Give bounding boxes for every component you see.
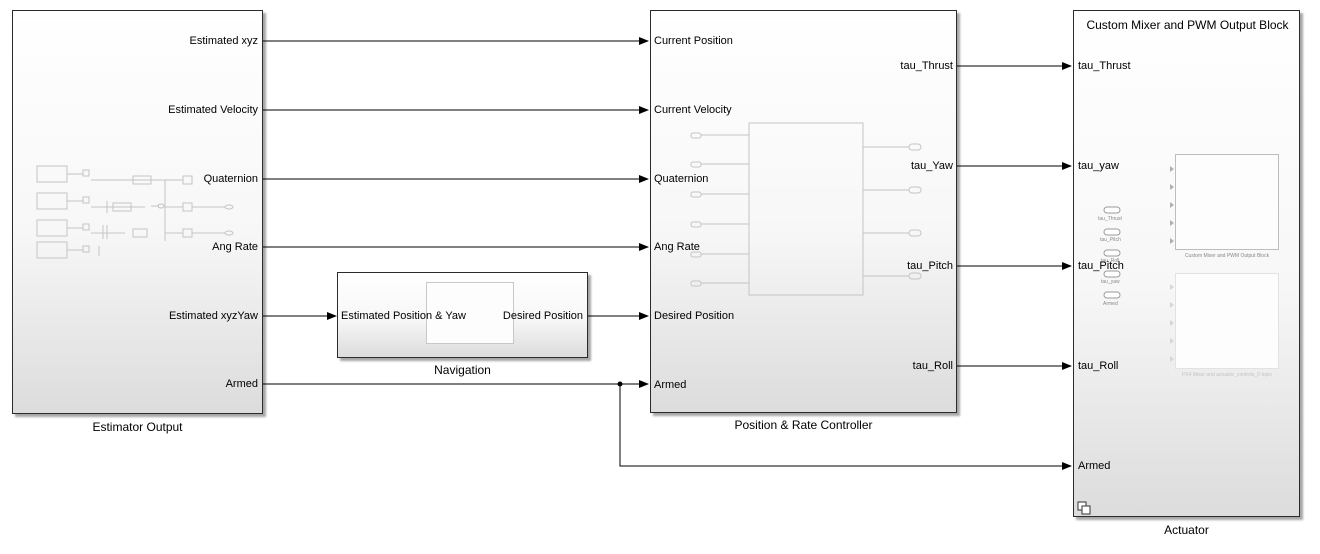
actuator-block-title: Custom Mixer and PWM Output Block bbox=[1086, 18, 1289, 32]
navigation-port-out: Desired Position bbox=[502, 310, 583, 322]
navigation-caption: Navigation bbox=[434, 363, 491, 377]
actuator-thumb-1-ports bbox=[1170, 166, 1174, 244]
estimator-port-armed: Armed bbox=[225, 378, 258, 390]
navigation-port-in: Estimated Position & Yaw bbox=[341, 310, 466, 322]
actuator-thumb-1-caption: Custom Mixer and PWM Output Block bbox=[1184, 253, 1270, 259]
controller-port-tau-thrust: tau_Thrust bbox=[900, 60, 953, 72]
actuator-caption: Actuator bbox=[1164, 523, 1209, 537]
controller-port-tau-yaw: tau_Yaw bbox=[911, 160, 953, 172]
controller-caption: Position & Rate Controller bbox=[734, 418, 873, 432]
actuator-mini-label-roll: tau_Roll bbox=[1101, 258, 1120, 264]
actuator-mini-label-yaw: tau_yaw bbox=[1101, 279, 1120, 285]
estimator-port-estimated-velocity: Estimated Velocity bbox=[168, 104, 258, 116]
actuator-internal-thumbnail-1 bbox=[1175, 154, 1279, 250]
navigation-block[interactable] bbox=[337, 272, 588, 358]
controller-port-quaternion: Quaternion bbox=[654, 173, 709, 185]
actuator-mini-port-shapes bbox=[1103, 206, 1121, 299]
controller-port-armed: Armed bbox=[654, 379, 687, 391]
controller-port-current-velocity: Current Velocity bbox=[654, 104, 732, 116]
actuator-thumb-2-caption: PX4 Mixer and actuator_controls_0 topic bbox=[1181, 372, 1273, 378]
actuator-internal-thumbnail-2 bbox=[1175, 273, 1279, 369]
actuator-port-tau-roll: tau_Roll bbox=[1078, 360, 1119, 372]
branch-point bbox=[617, 381, 623, 387]
estimator-port-estimated-xyz: Estimated xyz bbox=[189, 35, 258, 47]
actuator-mini-label-thrust: tau_Thrust bbox=[1098, 216, 1122, 222]
controller-port-tau-pitch: tau_Pitch bbox=[907, 260, 953, 272]
copy-icon[interactable] bbox=[1077, 501, 1091, 515]
actuator-port-tau-yaw: tau_yaw bbox=[1078, 160, 1119, 172]
actuator-port-tau-pitch: tau_Pitch bbox=[1078, 260, 1124, 272]
controller-port-tau-roll: tau_Roll bbox=[912, 360, 953, 372]
estimator-port-ang-rate: Ang Rate bbox=[212, 241, 258, 253]
estimator-port-quaternion: Quaternion bbox=[203, 173, 258, 185]
controller-port-ang-rate: Ang Rate bbox=[654, 241, 700, 253]
estimator-output-block[interactable] bbox=[12, 10, 263, 414]
estimator-caption: Estimator Output bbox=[92, 420, 183, 434]
estimator-internal-thumbnail bbox=[36, 165, 234, 259]
actuator-block[interactable]: Custom Mixer and PWM Output Block tau_Th… bbox=[1073, 10, 1300, 517]
controller-block[interactable] bbox=[650, 10, 957, 413]
actuator-port-tau-thrust: tau_Thrust bbox=[1078, 60, 1131, 72]
controller-port-current-position: Current Position bbox=[654, 35, 733, 47]
estimator-port-estimated-xyzyaw: Estimated xyzYaw bbox=[168, 310, 258, 322]
actuator-thumb-2-ports bbox=[1170, 284, 1174, 362]
controller-port-desired-position: Desired Position bbox=[654, 310, 735, 322]
actuator-mini-label-armed: Armed bbox=[1103, 301, 1118, 307]
navigation-internal-thumbnail bbox=[426, 282, 514, 344]
actuator-port-armed: Armed bbox=[1078, 460, 1111, 472]
actuator-mini-label-pitch: tau_Pitch bbox=[1100, 237, 1121, 243]
controller-internal-thumbnail bbox=[690, 122, 922, 296]
